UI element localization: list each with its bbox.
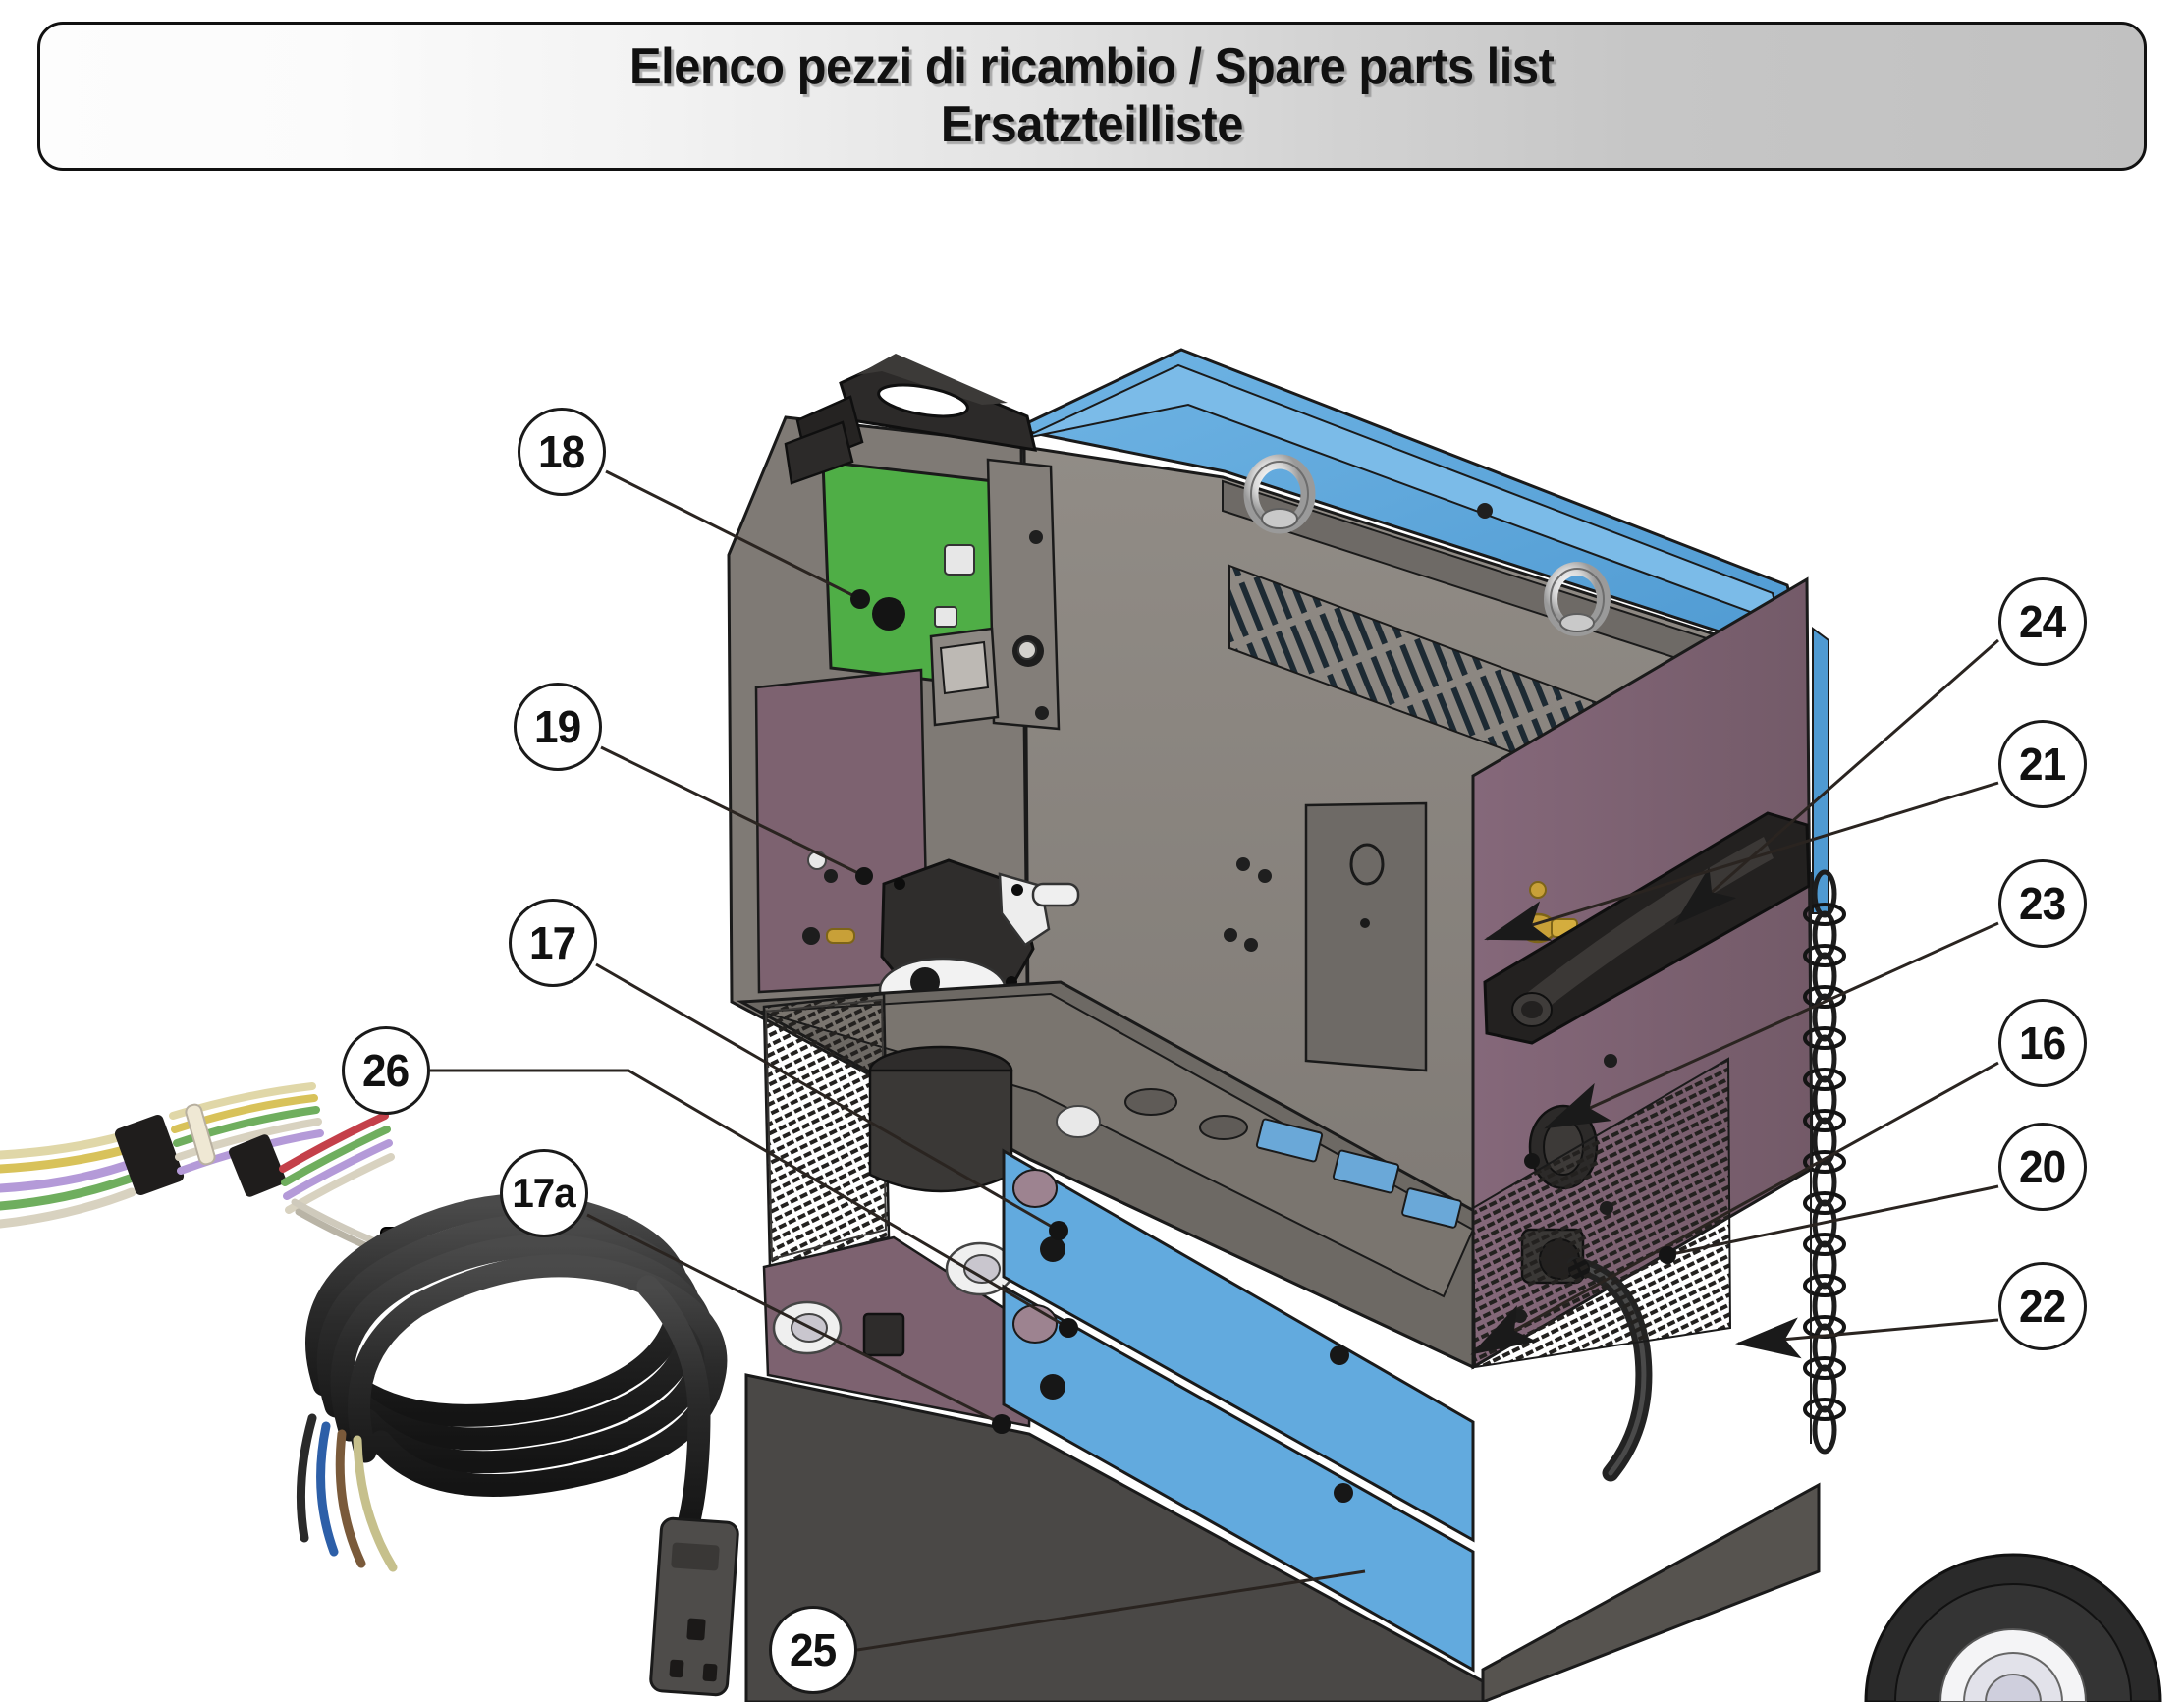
callout-label: 19 — [534, 701, 581, 752]
callout-balloon-24[interactable]: 24 — [1998, 577, 2087, 666]
leader-21 — [1484, 781, 1999, 941]
pump-motor-assembly — [878, 858, 1080, 1061]
callout-balloon-18[interactable]: 18 — [518, 408, 606, 496]
front-panel-plate — [929, 458, 1061, 731]
power-cable-iec-connector — [649, 1516, 739, 1697]
callout-balloon-20[interactable]: 20 — [1998, 1123, 2087, 1211]
internal-shelf — [736, 980, 1524, 1370]
trolley-wheel — [1864, 1553, 2162, 1702]
callout-balloon-16[interactable]: 16 — [1998, 999, 2087, 1087]
callout-balloon-21[interactable]: 21 — [1998, 720, 2087, 808]
rear-screws-group — [1224, 503, 1621, 952]
right-mauve-side-panel — [1471, 576, 1814, 1482]
top-blue-cover — [1010, 348, 1829, 914]
wiring-harness-part — [0, 1082, 427, 1268]
callout-balloon-17[interactable]: 17 — [509, 899, 597, 987]
lower-mauve-wall — [762, 1235, 1033, 1428]
callout-label: 21 — [2019, 739, 2066, 790]
callout-label: 20 — [2019, 1141, 2066, 1192]
callout-label: 23 — [2019, 878, 2066, 929]
callout-label: 25 — [790, 1624, 837, 1675]
leader-20 — [1666, 1184, 1999, 1257]
base-plinth — [744, 1373, 1821, 1702]
welder-machine-assembly — [727, 348, 2162, 1702]
leader-18 — [605, 469, 861, 601]
callout-balloon-26[interactable]: 26 — [342, 1026, 430, 1115]
callout-balloon-19[interactable]: 19 — [514, 683, 602, 771]
callout-label: 22 — [2019, 1281, 2066, 1332]
air-duct-cylinder — [868, 1045, 1013, 1193]
leader-23 — [1544, 921, 1999, 1129]
green-circuit-board — [821, 460, 998, 737]
power-inlet-socket — [1520, 1228, 1653, 1482]
leader-16 — [1470, 1061, 1999, 1355]
leader-terminator-dots — [850, 589, 1676, 1434]
trolley-chain — [1803, 869, 1846, 1455]
lower-blue-panel-upper — [1002, 1148, 1475, 1543]
title-line-2: Ersatzteilliste — [940, 96, 1244, 153]
leader-lines — [430, 469, 1999, 1652]
interior-mauve-wall — [754, 668, 930, 994]
rotary-selector-switch — [1524, 1104, 1599, 1190]
lower-blue-panel-lower — [1002, 1284, 1475, 1673]
internal-partition — [1304, 801, 1428, 1072]
power-cable-part — [296, 1193, 728, 1572]
callout-label: 17a — [512, 1170, 576, 1216]
rear-body-panel — [1022, 445, 1809, 1369]
callout-balloon-22[interactable]: 22 — [1998, 1262, 2087, 1350]
rear-louver-vent — [1228, 564, 1604, 788]
lifting-eye-right — [1544, 562, 1611, 636]
callout-balloon-23[interactable]: 23 — [1998, 859, 2087, 948]
title-line-1: Elenco pezzi di ricambio / Spare parts l… — [629, 37, 1555, 95]
callout-label: 26 — [362, 1045, 410, 1096]
callout-label: 16 — [2019, 1017, 2066, 1069]
brass-gas-fitting — [1518, 881, 1578, 944]
front-sloped-face — [727, 415, 1031, 1162]
front-top-handle — [784, 354, 1037, 485]
leader-19 — [600, 745, 865, 878]
callout-label: 24 — [2019, 596, 2066, 647]
leader-25 — [856, 1569, 1366, 1652]
callout-label: 17 — [529, 917, 576, 968]
leader-22 — [1735, 1317, 1999, 1359]
leader-24 — [1673, 638, 1999, 925]
rear-carry-handle — [1483, 811, 1811, 1045]
leader-17a — [586, 1213, 1003, 1426]
callout-balloon-25[interactable]: 25 — [769, 1606, 857, 1694]
lifting-eye-left — [1243, 454, 1316, 534]
leader-17 — [595, 962, 1060, 1233]
callout-label: 18 — [538, 426, 585, 477]
callout-balloon-17a[interactable]: 17a — [500, 1149, 588, 1237]
left-fan-grille — [762, 992, 891, 1269]
title-bar: Elenco pezzi di ricambio / Spare parts l… — [37, 22, 2147, 171]
